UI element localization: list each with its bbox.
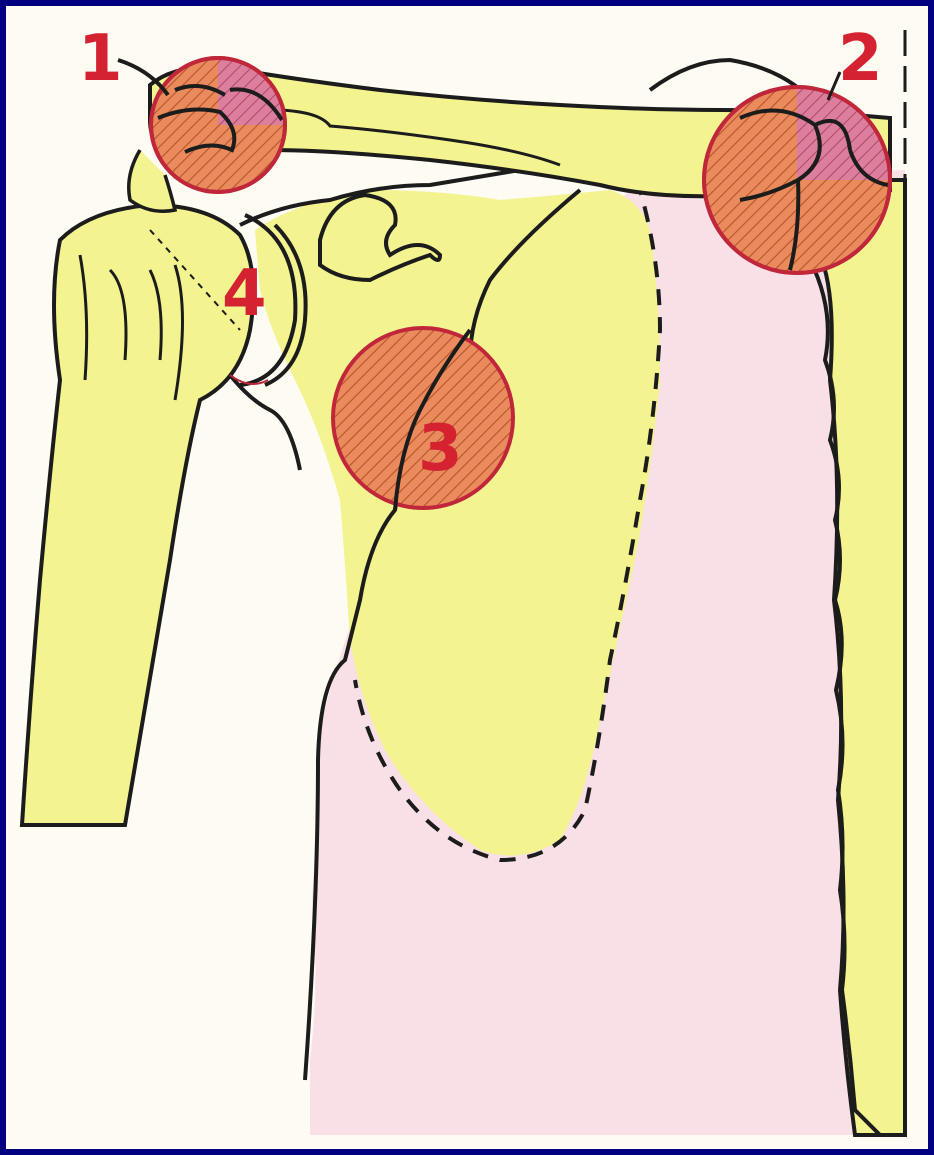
marker-2-label: 2 <box>838 22 883 96</box>
marker-4-label: 4 <box>222 257 267 331</box>
marker-3-label: 3 <box>418 412 463 486</box>
zone-2 <box>704 87 890 273</box>
zone-1 <box>151 58 285 192</box>
marker-1-label: 1 <box>78 22 123 96</box>
